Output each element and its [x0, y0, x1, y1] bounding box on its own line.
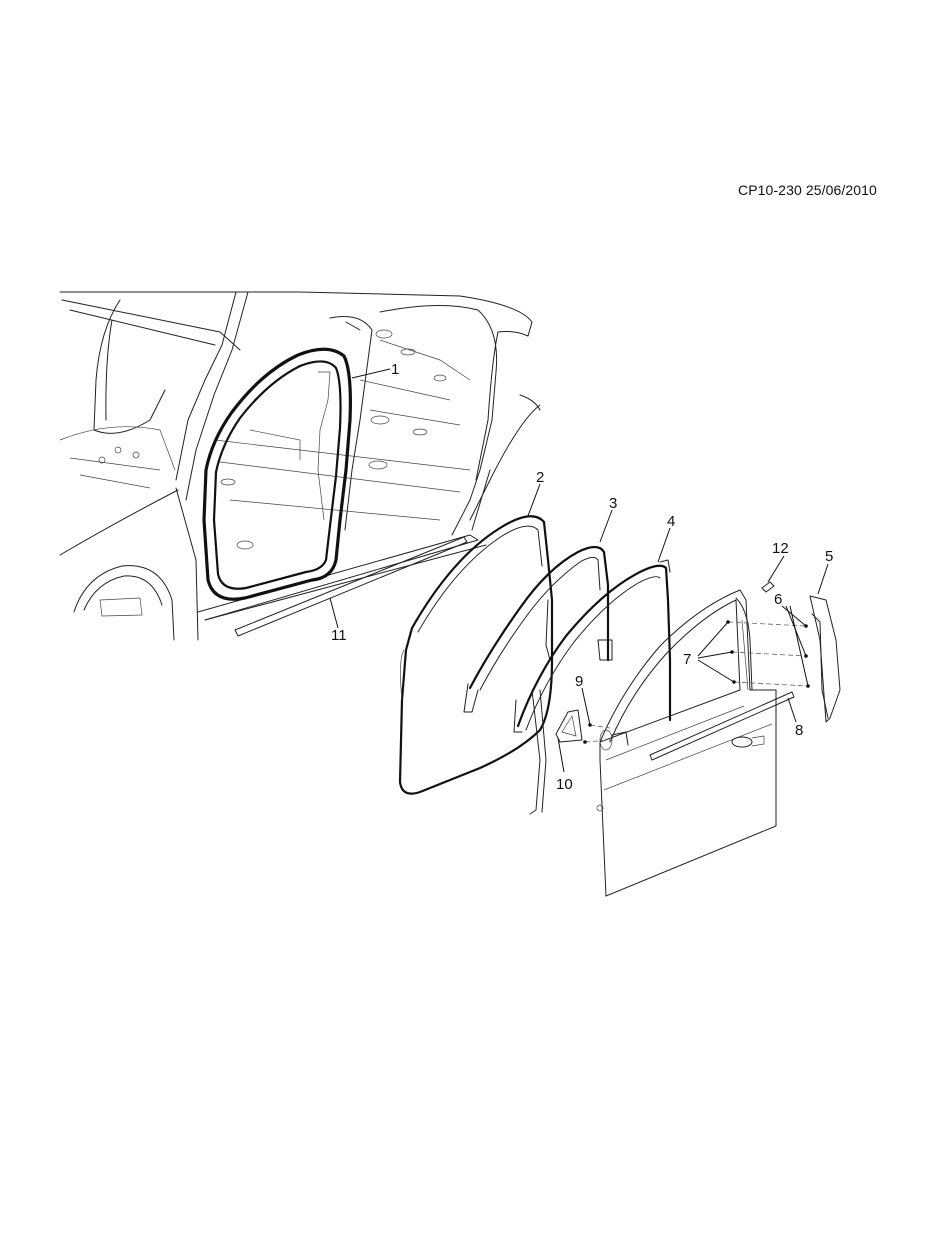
callout-6: 6: [774, 591, 782, 608]
callout-8: 8: [795, 722, 803, 739]
callout-9: 9: [575, 673, 583, 690]
part-1-inner-lip: [212, 360, 342, 590]
callout-3: 3: [609, 495, 617, 512]
drawing-reference: CP10-230 25/06/2010: [738, 182, 877, 198]
callout-12: 12: [772, 540, 789, 557]
part-2-door-weatherstrip: [398, 515, 554, 795]
callout-4: 4: [667, 513, 675, 530]
part-11-rocker-molding: [234, 536, 468, 637]
body-shell: [59, 291, 541, 641]
part-1-door-opening-weatherstrip: [202, 347, 352, 601]
callout-11: 11: [331, 627, 347, 644]
part-12-clip: [761, 581, 775, 593]
part-8-belt-molding: [649, 691, 795, 761]
callout-10: 10: [556, 776, 573, 793]
callout-2: 2: [536, 469, 544, 486]
callout-1: 1: [391, 361, 399, 378]
part-10-mirror-patch: [555, 709, 583, 743]
front-door-assembly: [596, 589, 777, 897]
callout-7: 7: [683, 651, 691, 668]
door-handle-icon: [731, 736, 753, 748]
callout-labels: 1 2 3 4 5 6 7 8 9 10 11 12: [331, 361, 833, 793]
leader-lines: [329, 368, 829, 773]
callout-5: 5: [825, 548, 833, 565]
part-3-upper-frame-seal: [468, 545, 610, 690]
part-4-glass-run-channel: [516, 564, 672, 728]
